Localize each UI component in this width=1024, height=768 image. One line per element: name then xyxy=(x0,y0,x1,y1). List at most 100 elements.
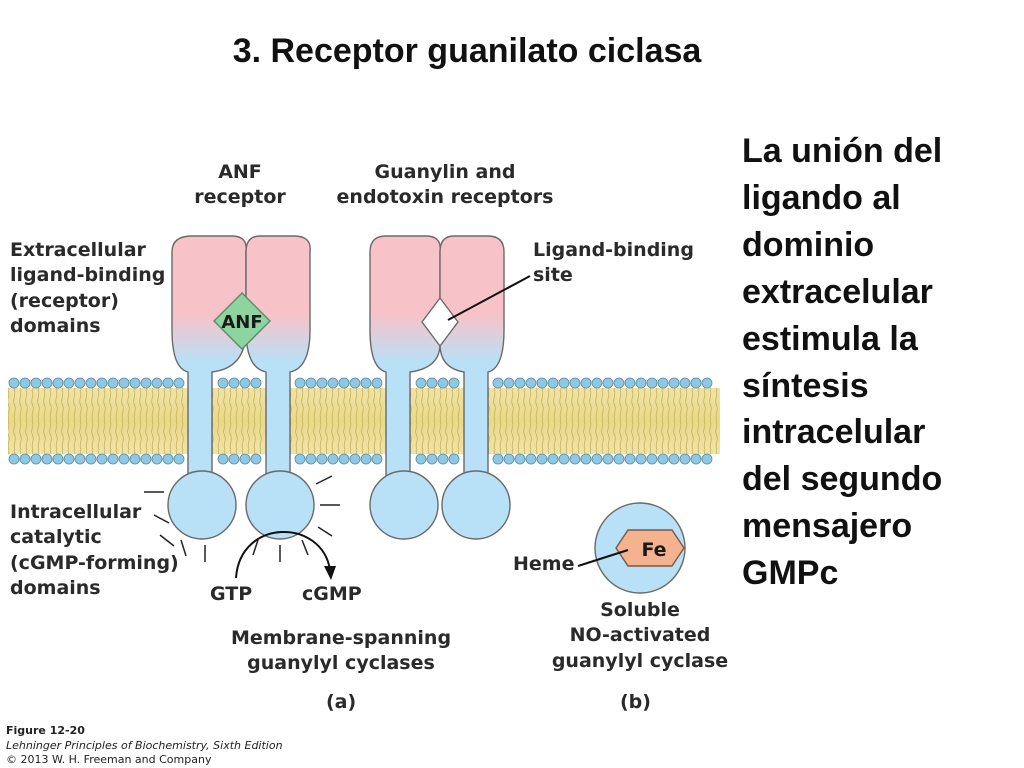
lipid-head xyxy=(316,377,328,389)
lipid-head xyxy=(415,377,427,389)
label-line: endotoxin receptors xyxy=(336,186,554,209)
lipid-head xyxy=(107,377,119,389)
guanylin-receptors-label: Guanylin and endotoxin receptors xyxy=(330,160,560,211)
guanylin-receptor xyxy=(369,235,511,540)
label-line: (cGMP-forming) xyxy=(10,551,179,574)
lipid-head xyxy=(63,377,75,389)
lipid-head xyxy=(690,453,702,465)
lipid-head xyxy=(668,377,680,389)
soluble-cyclase-caption: Soluble NO-activated guanylyl cyclase xyxy=(540,598,740,674)
lipid-head xyxy=(250,453,262,465)
slide-title: 3. Receptor guanilato ciclasa xyxy=(232,32,702,70)
label-line: domains xyxy=(10,314,101,337)
lipid-head xyxy=(118,453,130,465)
guanylin-receptor-left-subunit xyxy=(369,235,441,481)
label-line: (receptor) xyxy=(10,289,119,312)
lipid-head xyxy=(624,453,636,465)
membrane-spanning-caption: Membrane-spanning guanylyl cyclases xyxy=(206,626,476,677)
lipid-head xyxy=(360,377,372,389)
side-text-line: dominio xyxy=(742,225,875,264)
lipid-head xyxy=(140,453,152,465)
activity-rays xyxy=(144,475,340,562)
lipid-head xyxy=(129,453,141,465)
lipid-head xyxy=(305,453,317,465)
lipid-head xyxy=(448,377,460,389)
lipid-head xyxy=(602,453,614,465)
side-text-line: estimula la xyxy=(742,319,918,358)
lipid-head xyxy=(338,453,350,465)
figure-number: Figure 12-20 xyxy=(6,724,85,737)
lipid-head xyxy=(437,377,449,389)
lipid-head xyxy=(41,377,53,389)
lipid-head xyxy=(547,377,559,389)
lipid-head xyxy=(525,453,537,465)
lipid-head xyxy=(162,453,174,465)
lipid-head xyxy=(349,453,361,465)
extracellular-domains-label: Extracellular ligand-binding (receptor) … xyxy=(10,238,165,339)
label-line: Soluble xyxy=(600,599,680,621)
lipid-head xyxy=(30,453,42,465)
heme-label: Heme xyxy=(513,553,575,575)
side-text-line: síntesis xyxy=(742,366,869,405)
lipid-head xyxy=(635,377,647,389)
lipid-head xyxy=(602,377,614,389)
label-line: receptor xyxy=(194,186,286,209)
lipid-head xyxy=(338,377,350,389)
lipid-head xyxy=(349,377,361,389)
side-text-line: La unión del xyxy=(742,132,943,170)
lipid-head xyxy=(162,377,174,389)
label-line: catalytic xyxy=(10,526,102,549)
label-line: Intracellular xyxy=(10,501,142,523)
lipid-head xyxy=(371,377,383,389)
side-text-line: mensajero xyxy=(742,507,913,546)
gtp-to-cgmp-arrow xyxy=(235,531,331,579)
lipid-head xyxy=(250,377,262,389)
lipid-head xyxy=(426,377,438,389)
lipid-head xyxy=(591,377,603,389)
ligand-binding-site-pointer xyxy=(447,275,531,321)
side-text-line: GMPc xyxy=(742,554,839,593)
lipid-head xyxy=(74,377,86,389)
gtp-label: GTP xyxy=(210,583,253,605)
label-line: Ligand-binding xyxy=(533,239,694,261)
lipid-head xyxy=(151,453,163,465)
catalytic-domain xyxy=(369,470,439,540)
lipid-head xyxy=(305,377,317,389)
side-description: La unión del ligando al dominio extracel… xyxy=(742,128,1012,597)
lipid-head xyxy=(96,377,108,389)
lipid-head xyxy=(536,377,548,389)
lipid-head xyxy=(415,453,427,465)
lipid-head xyxy=(52,453,64,465)
label-line: Guanylin and xyxy=(374,161,516,183)
anf-receptor-label: ANF receptor xyxy=(160,160,320,211)
book-title: Lehninger Principles of Biochemistry, Si… xyxy=(6,738,283,752)
lipid-head xyxy=(140,377,152,389)
lipid-head xyxy=(52,377,64,389)
label-line: ligand-binding xyxy=(10,264,166,287)
lipid-head xyxy=(63,453,75,465)
lipid-head xyxy=(294,377,306,389)
catalytic-domain xyxy=(245,470,315,540)
label-line: ANF xyxy=(218,161,262,183)
label-line: guanylyl cyclase xyxy=(551,649,729,672)
lipid-head xyxy=(492,377,504,389)
lipid-head xyxy=(613,453,625,465)
lipid-head xyxy=(558,377,570,389)
ligand-binding-site-label: Ligand-binding site xyxy=(533,238,694,289)
lipid-head xyxy=(679,377,691,389)
arrow-head xyxy=(324,566,336,580)
lipid-heads-bottom xyxy=(8,453,713,465)
lipid-head xyxy=(118,377,130,389)
lipid-head xyxy=(228,377,240,389)
lipid-head xyxy=(19,453,31,465)
lipid-head xyxy=(503,453,515,465)
lipid-head xyxy=(580,453,592,465)
lipid-head xyxy=(448,453,460,465)
lipid-head xyxy=(217,377,229,389)
lipid-head xyxy=(96,453,108,465)
heme-pointer xyxy=(577,549,629,567)
lipid-head xyxy=(503,377,515,389)
lipid-head xyxy=(569,453,581,465)
lipid-head xyxy=(74,453,86,465)
